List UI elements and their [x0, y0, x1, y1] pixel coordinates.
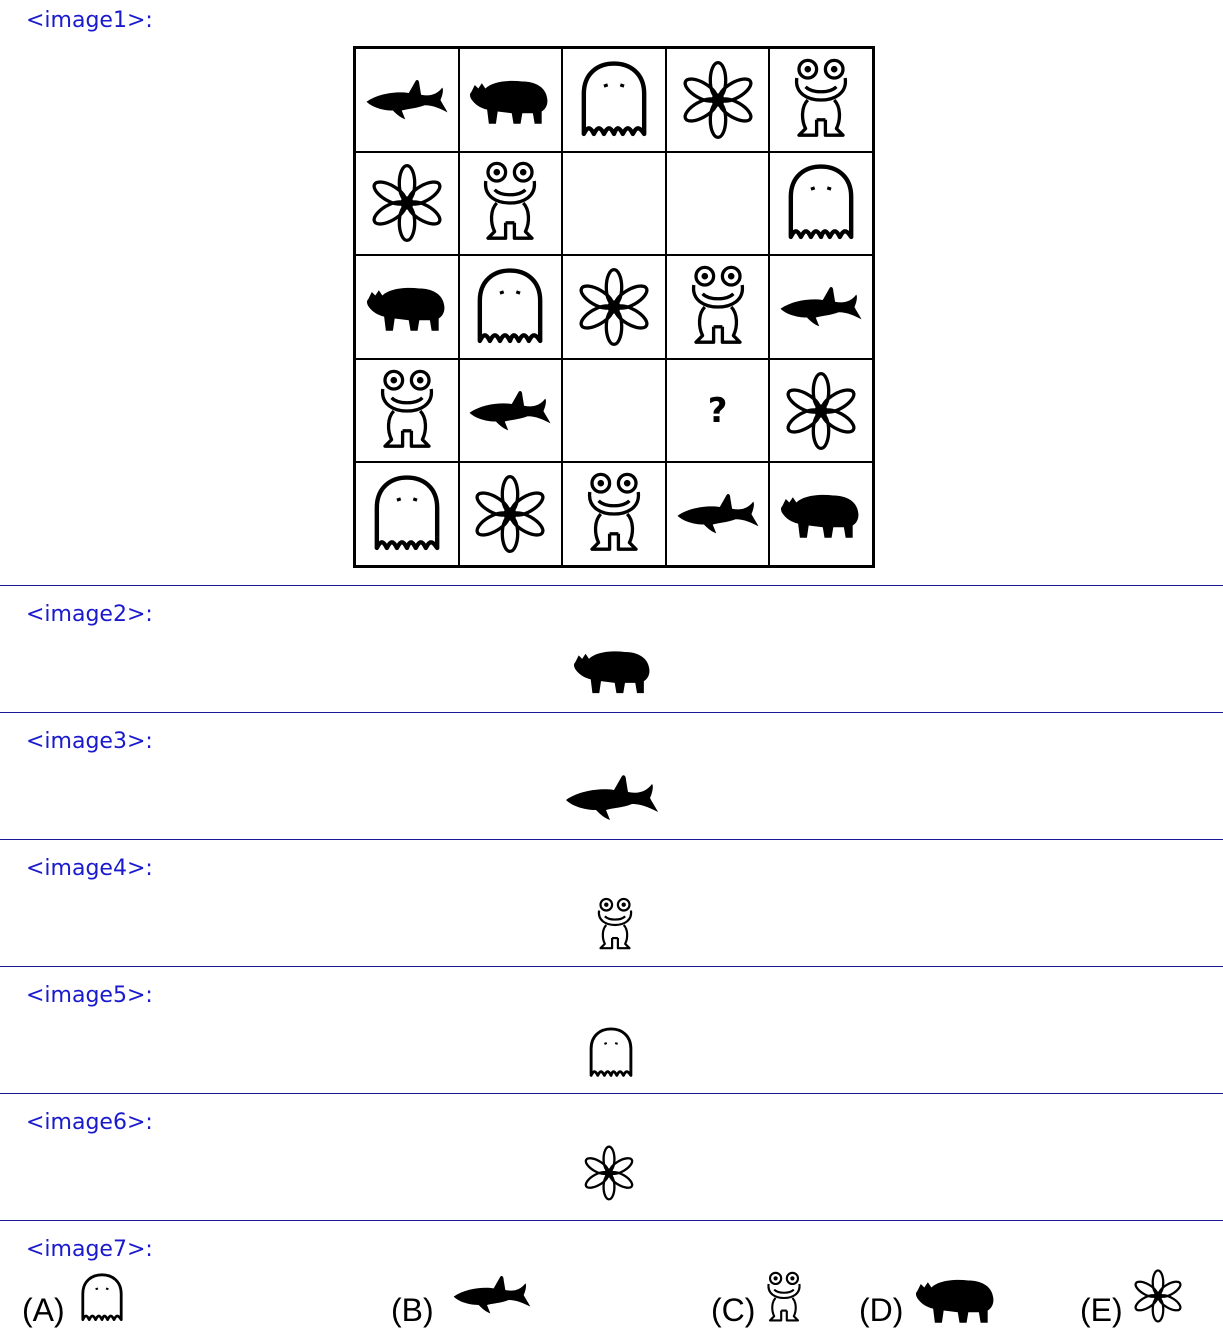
grid-cell: [769, 462, 873, 566]
flower-icon: [466, 470, 554, 558]
grid-cell: [665, 462, 770, 566]
grid-cell: [458, 151, 563, 256]
grid-cell: [458, 48, 563, 152]
image1-label: <image1>:: [26, 8, 153, 33]
grid-cell: ?: [665, 358, 770, 463]
grid-cell: [562, 48, 666, 152]
frog-icon: [363, 367, 451, 455]
shark-icon: [674, 470, 762, 558]
frog-icon: [777, 56, 865, 144]
rhino-icon: [466, 56, 554, 144]
grid-cell: [458, 358, 563, 463]
ghost-icon: [466, 263, 554, 351]
option-a-label[interactable]: (A): [22, 1292, 65, 1328]
option-e-label[interactable]: (E): [1080, 1292, 1123, 1328]
divider: [0, 839, 1223, 840]
rhino-icon: [777, 470, 865, 558]
grid-cell: [355, 358, 459, 463]
ghost-icon: [363, 470, 451, 558]
grid-cell: [769, 255, 873, 359]
grid-cell: [355, 151, 459, 256]
option-d-label[interactable]: (D): [859, 1292, 904, 1328]
grid-cell: [562, 462, 666, 566]
frog-icon: [466, 159, 554, 247]
grid-cell: [458, 255, 563, 359]
rhino-icon: [363, 263, 451, 351]
flower-icon: [578, 1142, 640, 1204]
grid-cell: [562, 255, 666, 359]
frog-icon: [592, 896, 638, 954]
image7-label: <image7>:: [26, 1237, 153, 1262]
rhino-icon[interactable]: [912, 1268, 1000, 1330]
image5-label: <image5>:: [26, 983, 153, 1008]
grid-cell: [665, 255, 770, 359]
option-b-label[interactable]: (B): [391, 1292, 434, 1328]
grid-cell: [665, 48, 770, 152]
divider: [0, 966, 1223, 967]
divider: [0, 712, 1223, 713]
image6-label: <image6>:: [26, 1110, 153, 1135]
ghost-icon[interactable]: [74, 1270, 130, 1326]
shark-icon: [363, 56, 451, 144]
ghost-icon: [777, 159, 865, 247]
grid-cell: [769, 358, 873, 463]
grid-cell: [769, 48, 873, 152]
grid-cell: [769, 151, 873, 256]
flower-icon: [363, 159, 451, 247]
grid-cell: [355, 48, 459, 152]
flower-icon[interactable]: [1128, 1266, 1188, 1326]
puzzle-grid: ?: [353, 46, 875, 568]
divider: [0, 1093, 1223, 1094]
grid-cell: [665, 151, 770, 256]
option-c-label[interactable]: (C): [711, 1292, 756, 1328]
divider: [0, 1220, 1223, 1221]
question-mark: ?: [707, 390, 728, 431]
frog-icon: [674, 263, 762, 351]
image4-label: <image4>:: [26, 856, 153, 881]
flower-icon: [674, 56, 762, 144]
frog-icon[interactable]: [762, 1270, 806, 1326]
grid-cell: [355, 462, 459, 566]
grid-cell: [458, 462, 563, 566]
grid-cell: [562, 151, 666, 256]
ghost-icon: [582, 1024, 640, 1082]
frog-icon: [570, 470, 658, 558]
grid-cell: [355, 255, 459, 359]
divider: [0, 585, 1223, 586]
shark-icon: [562, 768, 662, 828]
image3-label: <image3>:: [26, 729, 153, 754]
rhino-icon: [568, 640, 658, 700]
flower-icon: [570, 263, 658, 351]
shark-icon[interactable]: [440, 1270, 544, 1320]
shark-icon: [466, 367, 554, 455]
shark-icon: [777, 263, 865, 351]
image2-label: <image2>:: [26, 602, 153, 627]
ghost-icon: [570, 56, 658, 144]
grid-cell: [562, 358, 666, 463]
flower-icon: [777, 367, 865, 455]
